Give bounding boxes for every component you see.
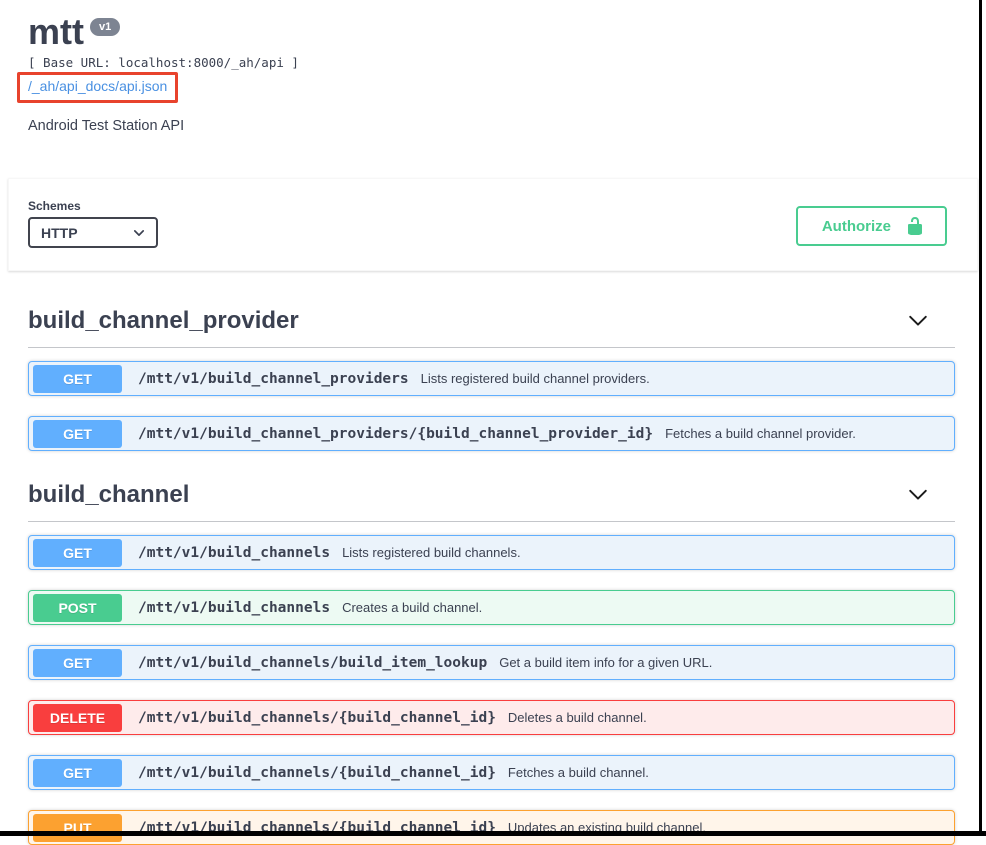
authorize-button[interactable]: Authorize [795,206,947,246]
screenshot-frame-right [979,0,982,836]
endpoint-description: Get a build item info for a given URL. [499,655,713,670]
method-badge: GET [33,538,122,567]
endpoint-list: GET /mtt/v1/build_channels Lists registe… [28,535,955,845]
page-title: mtt [28,11,84,52]
endpoint-path: /mtt/v1/build_channel_providers/{build_c… [138,425,654,442]
endpoint-row-post[interactable]: POST /mtt/v1/build_channels Creates a bu… [28,590,955,625]
endpoint-path: /mtt/v1/build_channels [138,599,331,616]
endpoint-row-delete[interactable]: DELETE /mtt/v1/build_channels/{build_cha… [28,700,955,735]
authorize-label: Authorize [821,217,891,235]
endpoint-row-get[interactable]: GET /mtt/v1/build_channel_providers/{bui… [28,416,955,451]
endpoint-path: /mtt/v1/build_channels/{build_channel_id… [138,709,496,726]
base-url: [ Base URL: localhost:8000/_ah/api ] [28,55,299,70]
endpoint-row-get[interactable]: GET /mtt/v1/build_channel_providers List… [28,361,955,396]
endpoint-path: /mtt/v1/build_channel_providers [138,370,409,387]
api-info: mtt v1 [ Base URL: localhost:8000/_ah/api… [0,0,986,134]
screenshot-frame-bottom [0,831,986,836]
endpoint-description: Deletes a build channel. [507,710,647,725]
api-sections: build_channel_provider GET /mtt/v1/build… [0,271,986,845]
method-badge: POST [33,593,122,622]
version-badge: v1 [90,18,121,37]
method-badge: GET [33,364,122,393]
method-badge: GET [33,419,122,448]
endpoint-row-get[interactable]: GET /mtt/v1/build_channels Lists registe… [28,535,955,570]
api-section: build_channel GET /mtt/v1/build_channels… [28,471,955,845]
method-badge: PUT [33,813,122,842]
section-title: build_channel [28,481,190,508]
spec-link[interactable]: /_ah/api_docs/api.json [28,78,168,94]
endpoint-description: Lists registered build channels. [342,545,521,560]
endpoint-path: /mtt/v1/build_channels [138,544,331,561]
chevron-down-icon [132,226,146,240]
method-badge: GET [33,758,122,787]
scheme-container: Schemes HTTP Authorize [8,178,978,271]
endpoint-row-put[interactable]: PUT /mtt/v1/build_channels/{build_channe… [28,810,955,845]
section-header-build_channel_provider[interactable]: build_channel_provider [28,297,955,348]
api-section: build_channel_provider GET /mtt/v1/build… [28,297,955,451]
endpoint-path: /mtt/v1/build_channels/build_item_lookup [138,654,488,671]
method-badge: GET [33,648,122,677]
schemes-selected-value: HTTP [41,224,78,241]
endpoint-list: GET /mtt/v1/build_channel_providers List… [28,361,955,451]
api-description: Android Test Station API [28,118,185,134]
schemes-group: Schemes HTTP [28,199,158,248]
endpoint-description: Lists registered build channel providers… [420,371,650,386]
section-title: build_channel_provider [28,307,299,334]
schemes-label: Schemes [28,199,81,213]
endpoint-path: /mtt/v1/build_channels/{build_channel_id… [138,764,496,781]
lock-open-icon [905,216,925,236]
endpoint-description: Fetches a build channel. [507,765,649,780]
chevron-down-icon [906,483,930,507]
method-badge: DELETE [33,703,122,732]
endpoint-row-get[interactable]: GET /mtt/v1/build_channels/{build_channe… [28,755,955,790]
schemes-select[interactable]: HTTP [28,217,158,248]
endpoint-row-get[interactable]: GET /mtt/v1/build_channels/build_item_lo… [28,645,955,680]
annotation-highlight-box: /_ah/api_docs/api.json [17,72,179,103]
chevron-down-icon [906,309,930,333]
endpoint-description: Fetches a build channel provider. [665,426,856,441]
endpoint-description: Creates a build channel. [342,600,483,615]
section-header-build_channel[interactable]: build_channel [28,471,955,522]
